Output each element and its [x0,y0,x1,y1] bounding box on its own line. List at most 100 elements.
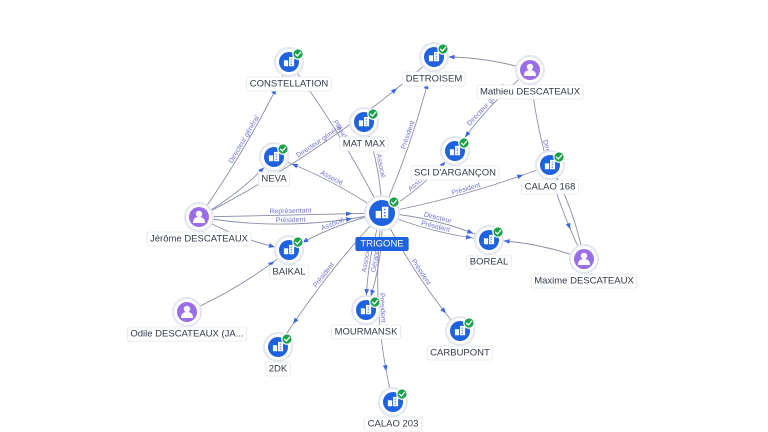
edge-label: Gérant [370,251,380,273]
building-icon [387,396,399,407]
node-2dk[interactable]: 2DK [263,332,293,377]
node-label: CONSTELLATION [246,76,332,92]
node-label-text: 2DK [269,364,288,375]
node-label-bg [402,71,466,87]
verified-check-icon [492,226,504,238]
verified-check-icon [292,236,304,248]
node-label-bg [265,361,291,377]
node-label: MAT MAX [339,136,389,152]
node-maxime[interactable]: Maxime DESCATEAUX [530,244,638,289]
edge-arrow [345,217,353,222]
node-boreal[interactable]: BOREAL [466,225,512,270]
building-icon [449,145,461,156]
edge-arrow [268,243,275,248]
edge-label: Président [276,217,306,225]
edge-arrow [364,289,370,296]
node-label: Odile DESCATEAUX (JA... [126,326,248,342]
edge-label: Associé [361,248,372,273]
node-detroisem[interactable]: DETROISEM [402,42,466,87]
edge-arrow [516,174,524,180]
edge-line [277,212,383,348]
node-constellation[interactable]: CONSTELLATION [246,47,332,92]
building-icon [360,304,372,315]
edge-jerome-trigone: Président [198,212,383,225]
node-label: CALAO 203 [364,416,422,432]
edge-arrow [268,261,275,267]
verified-check-icon [367,108,379,120]
node-neva[interactable]: NEVA [258,142,290,187]
node-label: Mathieu DESCATEAUX [476,84,584,100]
nodes-layer: TRIGONE CONSTELLATION DETROISEM Mathieu DES… [126,42,638,432]
verified-check-icon [277,143,289,155]
node-label-bg [364,416,422,432]
verified-check-icon [396,388,408,400]
node-baikal[interactable]: BAIKAL [268,235,310,280]
edge-label: Associé [375,153,387,179]
node-odile[interactable]: Odile DESCATEAUX (JA... [126,297,248,342]
building-icon [283,56,295,67]
node-label: BAIKAL [268,264,310,280]
node-mathieu[interactable]: Mathieu DESCATEAUX [476,55,584,100]
building-icon [454,325,466,336]
node-label-bg [530,273,638,289]
node-label: NEVA [258,171,290,187]
node-label-text: Jérôme DESCATEAUX [150,234,249,245]
node-label: 2DK [265,361,291,377]
node-label-bg [268,264,310,280]
edge-line [186,249,290,313]
node-label: SCI D'ARGANÇON [410,165,500,181]
node-label-bg [410,165,500,181]
building-icon [375,206,389,219]
edge-label: Président [312,262,336,290]
node-calao168[interactable]: CALAO 168 [521,150,579,195]
node-label-text: CARBUPONT [430,348,490,359]
node-label: BOREAL [466,254,512,270]
node-matmax[interactable]: MAT MAX [339,107,389,152]
node-label: MOURMANSK [331,324,401,340]
node-label-text: Mathieu DESCATEAUX [480,87,581,98]
edge-arrow [346,211,353,217]
node-sci[interactable]: SCI D'ARGANÇON [410,136,500,181]
edge-label: Président [378,293,387,323]
node-label-bg [521,179,579,195]
node-calao203[interactable]: CALAO 203 [364,387,422,432]
node-label: DETROISEM [402,71,466,87]
node-mourmansk[interactable]: MOURMANSK [331,295,401,340]
edge-arrow [258,167,265,174]
verified-check-icon [281,333,293,345]
node-trigone[interactable]: TRIGONE [355,195,409,251]
verified-check-icon [292,48,304,60]
edge-arrow [440,307,446,314]
node-label-text: CALAO 168 [525,182,576,193]
node-carbupont[interactable]: CARBUPONT [426,316,494,361]
edge-line [198,212,383,225]
node-label-text: MAT MAX [343,139,386,150]
person-icon [193,210,205,223]
edge-arrow [293,317,299,324]
edge-odile-baikal [186,249,290,313]
edge-arrow [382,364,388,372]
node-jerome[interactable]: Jérôme DESCATEAUX [146,202,252,247]
verified-check-icon [388,196,400,208]
edge-label: Président [451,182,481,197]
building-icon [272,341,284,352]
node-label: Maxime DESCATEAUX [530,273,638,289]
edge-label: Directeur général [228,114,261,164]
edge-arrow [390,88,398,94]
building-icon [283,244,295,255]
node-label-bg [426,345,494,361]
edge-arrow [464,130,471,138]
node-label-bg [246,76,332,92]
node-label: CARBUPONT [426,345,494,361]
edge-arrow [448,54,455,60]
edge-arrow [565,222,571,230]
node-label-text: SCI D'ARGANÇON [414,168,496,179]
node-label-text: CONSTELLATION [250,79,329,90]
node-label-text: CALAO 203 [368,419,419,430]
node-label-bg [355,237,409,251]
edge-arrow [370,289,375,296]
node-label-text: BOREAL [470,257,509,268]
node-label-bg [146,231,252,247]
edge-arrow [465,234,473,240]
building-icon [428,51,440,62]
